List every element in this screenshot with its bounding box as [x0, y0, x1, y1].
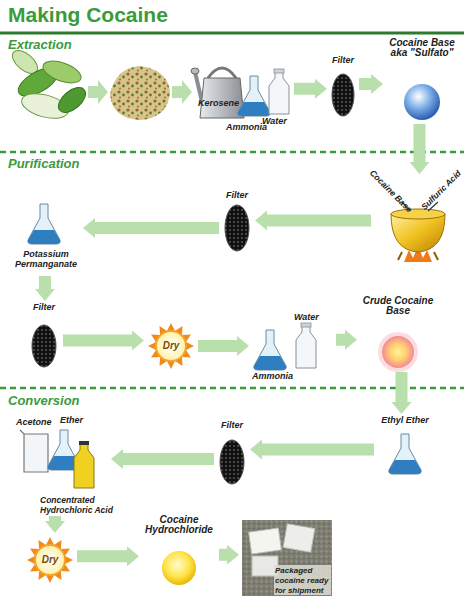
reagent-flask: Ethyl Ether	[375, 415, 435, 477]
cocaine-base-sphere	[404, 84, 440, 120]
section-heading: Extraction	[8, 37, 72, 52]
flow-arrow	[359, 78, 371, 90]
node-label: Ethyl Ether	[375, 415, 435, 425]
package	[283, 524, 315, 552]
node-label: Ether	[60, 415, 83, 425]
acid-bottle	[74, 441, 94, 488]
flask	[389, 434, 421, 474]
leaf	[54, 83, 90, 117]
node-label: Ammonia	[252, 371, 293, 381]
cauldron-rim	[391, 209, 445, 219]
flow-arrow	[198, 340, 237, 352]
watering-can	[191, 68, 244, 118]
crude-base-sphere	[382, 336, 414, 368]
can-rose	[191, 68, 199, 74]
reagent-group: WaterAmmonia	[250, 312, 335, 380]
package	[249, 528, 282, 554]
caption-patch	[274, 565, 331, 595]
node-label: Filter	[215, 420, 249, 430]
node-label: Cocaine Hydrochloride	[140, 515, 218, 535]
diagram-title: Making Cocaine	[8, 3, 168, 27]
flow-arrow	[219, 549, 227, 561]
filter-node: Filter	[220, 190, 254, 252]
product-sphere: Cocaine Hydrochloride	[140, 515, 218, 590]
node-label: Sulfuric Acid	[415, 164, 464, 216]
node-label: Dry	[145, 341, 197, 351]
filter	[32, 325, 56, 367]
flow-arrow	[63, 335, 132, 347]
bottle	[269, 69, 289, 114]
node-label: Crude Cocaine Base	[358, 296, 438, 316]
flow-arrow	[39, 276, 51, 289]
section-heading: Conversion	[8, 393, 80, 408]
flow-arrow	[294, 83, 315, 95]
title-rule	[0, 32, 464, 35]
node-label: Filter	[328, 55, 358, 65]
beaker	[20, 430, 48, 472]
flask	[238, 76, 270, 116]
package-photo-node: Packaged cocaine ready for shipment	[240, 518, 332, 596]
heating-bowl: Cocaine BaseSulfuric Acid	[372, 175, 462, 265]
reagent-flask: Potassium Permanganate	[10, 195, 82, 275]
bottle-cap	[79, 441, 89, 445]
cauldron	[391, 202, 445, 262]
node-label: Potassium Permanganate	[10, 249, 82, 269]
coca-leaves	[8, 46, 90, 123]
flow-arrow	[336, 334, 345, 346]
node-label: Packaged cocaine ready for shipment	[275, 566, 331, 596]
dry-step: Dry	[24, 534, 76, 586]
reagent-group: KeroseneWaterAmmonia	[193, 45, 293, 135]
flow-arrow	[262, 444, 374, 456]
flow-arrow	[88, 80, 108, 104]
node-label: Cocaine Base	[366, 166, 415, 215]
flow-arrow	[49, 516, 61, 521]
section-divider	[0, 387, 464, 390]
section-heading: Purification	[8, 156, 80, 171]
node-label: Dry	[24, 555, 76, 565]
photo-background	[242, 520, 332, 596]
filter-node: Filter	[26, 302, 62, 368]
flow-arrow	[414, 124, 426, 162]
product-sphere: Cocaine Base aka "Sulfato"	[384, 38, 460, 123]
leaf	[40, 57, 84, 88]
node-label: Water	[294, 312, 319, 322]
node-label: Filter	[220, 190, 254, 200]
chopped-leaves	[110, 66, 170, 120]
flask	[254, 330, 286, 370]
flow-arrow	[267, 215, 371, 227]
can-handle	[208, 68, 236, 78]
flow-arrow	[396, 372, 408, 402]
dry-step: Dry	[145, 320, 197, 372]
reagent-group: AcetoneEtherConcentrated Hydrochloric Ac…	[10, 415, 110, 515]
flow-arrow	[172, 80, 192, 104]
glow	[378, 332, 418, 372]
node-label: Concentrated Hydrochloric Acid	[40, 495, 120, 515]
node-label: Filter	[26, 302, 62, 312]
flask	[28, 204, 60, 244]
cauldron-body	[391, 214, 445, 252]
filter-node: Filter	[328, 55, 358, 120]
flow-arrow	[123, 453, 214, 465]
product-sphere: Crude Cocaine Base	[358, 296, 438, 371]
bottle	[296, 323, 316, 368]
cocaine-hydrochloride-sphere	[162, 551, 196, 585]
flow-arrow	[77, 550, 127, 562]
filter	[332, 74, 354, 116]
node-label: Cocaine Base aka "Sulfato"	[384, 38, 460, 58]
node-label: Kerosene	[198, 98, 239, 108]
filter	[220, 440, 244, 484]
flow-arrow	[95, 222, 219, 234]
node-label: Ammonia	[226, 122, 267, 132]
filter	[225, 205, 249, 251]
filter-node: Filter	[215, 420, 249, 486]
package-photo	[242, 520, 332, 596]
bottle	[74, 444, 94, 488]
section-divider	[0, 151, 464, 154]
node-label: Acetone	[16, 417, 52, 427]
